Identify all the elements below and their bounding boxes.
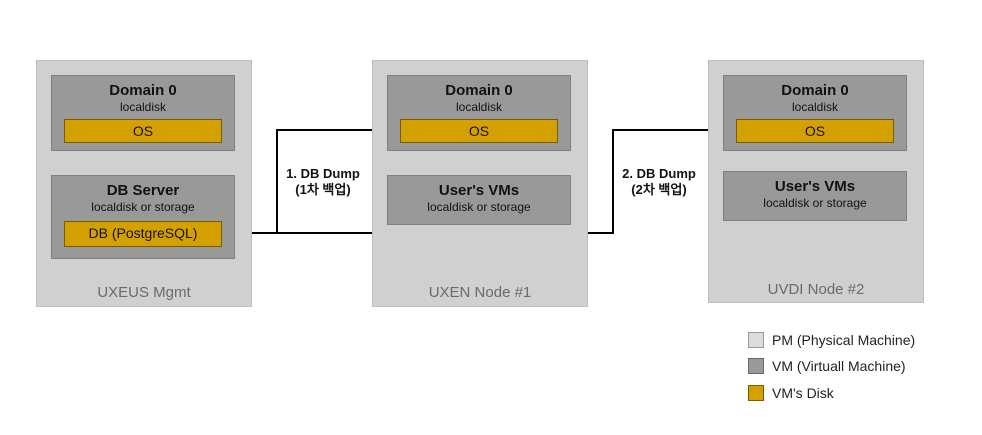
disk-db-postgresql: DB (PostgreSQL) <box>64 221 222 247</box>
legend-swatch-disk <box>748 385 764 401</box>
pm-uxen-node-1: Domain 0 localdisk OS User's VMs localdi… <box>372 60 588 307</box>
vm-storage: localdisk <box>455 100 503 114</box>
vm-title: Domain 0 <box>109 82 177 99</box>
step-1-note: (1차 백업) <box>295 182 351 197</box>
pm-label: UXEUS Mgmt <box>97 284 191 301</box>
step-1-title: 1. DB Dump <box>286 166 360 181</box>
disk-os: OS <box>400 119 558 143</box>
vm-title: User's VMs <box>774 178 856 195</box>
step-1-label: 1. DB Dump (1차 백업) <box>278 166 368 198</box>
pm-label: UVDI Node #2 <box>767 281 865 298</box>
legend-label-vm: VM (Virtuall Machine) <box>772 358 906 374</box>
vm-title: DB Server <box>106 182 180 199</box>
vm-title: User's VMs <box>438 182 520 199</box>
disk-os: OS <box>64 119 222 143</box>
legend-label-pm: PM (Physical Machine) <box>772 332 916 348</box>
vm-domain0-mgmt: Domain 0 localdisk OS <box>51 75 235 151</box>
vm-users-node1: User's VMs localdisk or storage <box>387 175 571 225</box>
vm-storage: localdisk <box>791 100 839 114</box>
step-2-label: 2. DB Dump (2차 백업) <box>614 166 704 198</box>
legend-label-disk: VM's Disk <box>772 385 834 401</box>
vm-db-server: DB Server localdisk or storage DB (Postg… <box>51 175 235 259</box>
step-2-note: (2차 백업) <box>631 182 687 197</box>
vm-storage: localdisk <box>119 100 167 114</box>
pm-uxeus-mgmt: Domain 0 localdisk OS DB Server localdis… <box>36 60 252 307</box>
vm-storage: localdisk or storage <box>91 200 195 214</box>
legend-swatch-vm <box>748 358 764 374</box>
vm-domain0-node1: Domain 0 localdisk OS <box>387 75 571 151</box>
vm-storage: localdisk or storage <box>427 200 531 214</box>
vm-domain0-node2: Domain 0 localdisk OS <box>723 75 907 151</box>
step-2-title: 2. DB Dump <box>622 166 696 181</box>
vm-storage: localdisk or storage <box>763 196 867 210</box>
vm-users-node2: User's VMs localdisk or storage <box>723 171 907 221</box>
pm-label: UXEN Node #1 <box>428 284 532 301</box>
legend-swatch-pm <box>748 332 764 348</box>
disk-os: OS <box>736 119 894 143</box>
pm-uvdi-node-2: Domain 0 localdisk OS User's VMs localdi… <box>708 60 924 303</box>
vm-title: Domain 0 <box>781 82 849 99</box>
vm-title: Domain 0 <box>445 82 513 99</box>
